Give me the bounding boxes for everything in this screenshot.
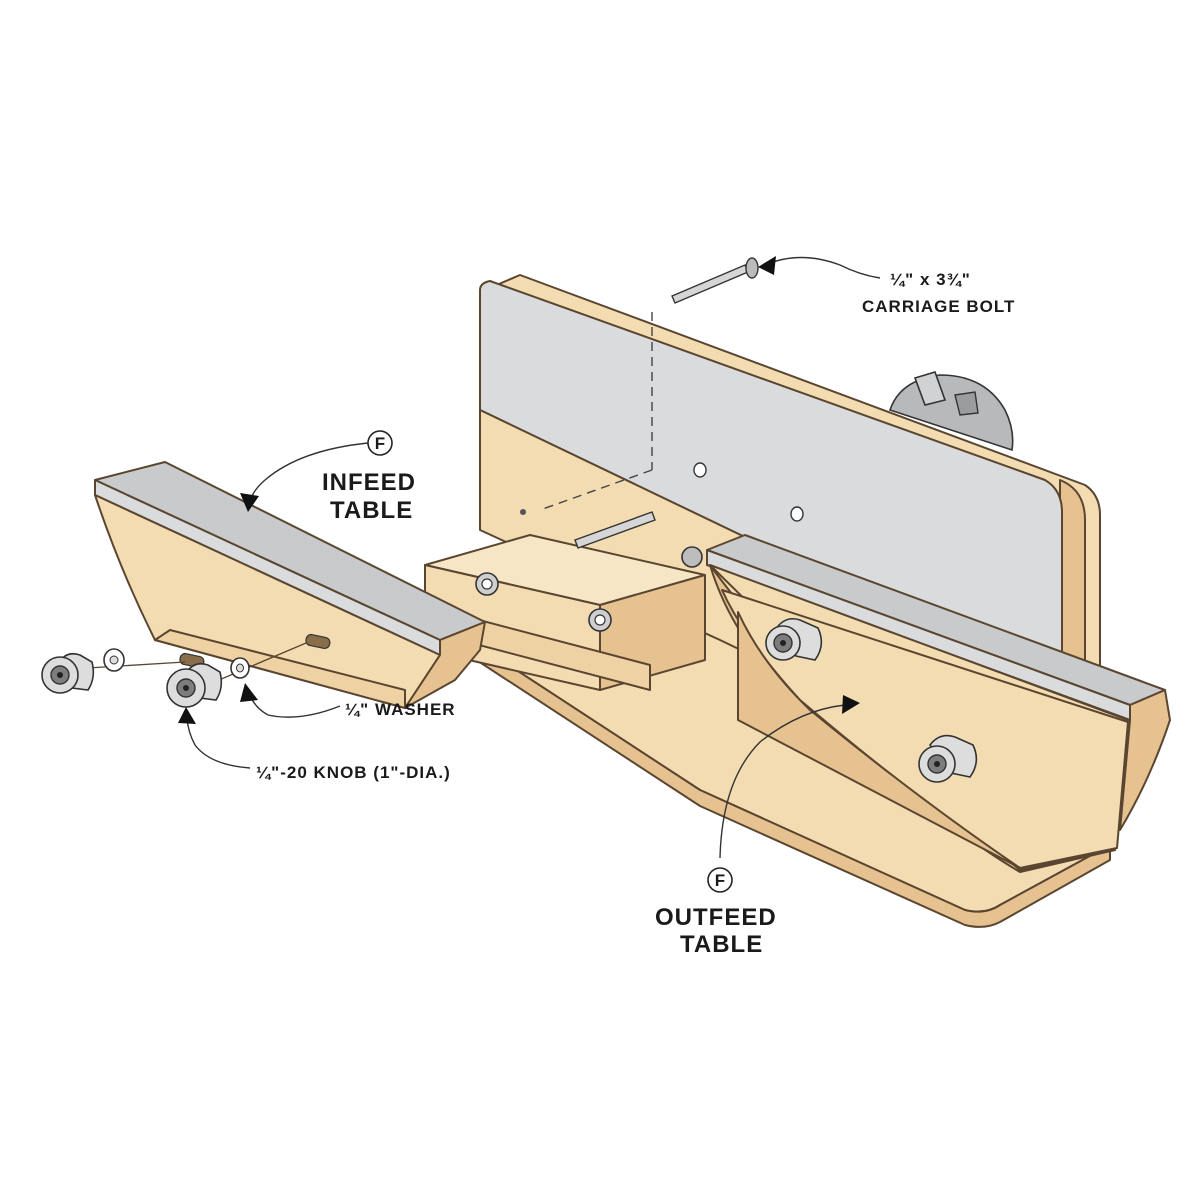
outfeed-label-line2: TABLE (680, 931, 763, 958)
infeed-label-line2: TABLE (330, 497, 413, 524)
carriage-bolt-label-line2: CARRIAGE BOLT (862, 297, 1015, 316)
carriage-bolt-label: ¼" x 3¾" CARRIAGE BOLT (862, 270, 1015, 316)
infeed-label-line1: INFEED (322, 469, 416, 496)
infeed-label: F INFEED TABLE (322, 430, 416, 524)
infeed-knob-left (41, 652, 95, 694)
outfeed-label-line1: OUTFEED (655, 904, 777, 931)
infeed-knob-right (166, 662, 223, 708)
infeed-hardware (87, 642, 307, 687)
dust-port (888, 371, 1014, 452)
leader-outfeed (719, 695, 860, 859)
outfeed-callout-letter: F (715, 871, 725, 890)
outfeed-label: F OUTFEED TABLE (655, 867, 777, 958)
outfeed-callout-circle (707, 867, 733, 893)
infeed-table (94, 461, 486, 709)
fence-holes (693, 462, 804, 522)
outfeed-knob-upper (765, 617, 823, 661)
leader-knob (178, 707, 251, 769)
leader-washer (240, 683, 341, 718)
outfeed-knob-lower (918, 734, 978, 783)
lower-bolt (520, 509, 656, 549)
fence-laminate-face (479, 280, 1063, 691)
infeed-callout-circle (367, 430, 393, 456)
carriage-bolt (539, 257, 759, 511)
carriage-bolt-label-line1: ¼" x 3¾" (890, 270, 971, 289)
leader-infeed (240, 442, 369, 512)
washer-label: ¼" WASHER (345, 700, 456, 719)
knob-label: ¼"-20 KNOB (1"-DIA.) (256, 763, 451, 782)
leader-carriage-bolt (758, 256, 881, 279)
infeed-callout-letter: F (375, 434, 385, 453)
